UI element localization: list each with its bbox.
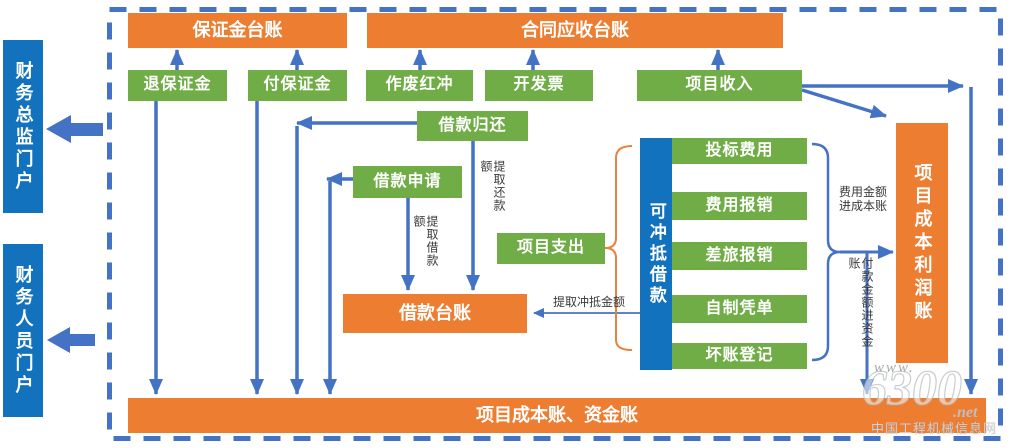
process-issue-invoice: 开发票 <box>485 70 593 101</box>
expense-item-bidding: 投标费用 <box>672 138 807 164</box>
brace-expenses-right <box>811 142 841 362</box>
process-void-red-ink: 作废红冲 <box>366 70 473 101</box>
connector-income-to-profit-ledger <box>801 88 887 119</box>
arrow-to-staff-portal <box>47 327 95 353</box>
label-withdraw-loan: 提取借款额 <box>412 215 439 267</box>
expense-item-travel: 差旅报销 <box>672 242 807 270</box>
process-loan-apply: 借款申请 <box>353 166 462 198</box>
portal-finance-director: 财务总监门户 <box>3 40 43 213</box>
portal-finance-staff: 财务人员门户 <box>3 244 43 417</box>
arrow-to-director-portal <box>46 115 103 143</box>
expense-item-bad-debt: 坏账登记 <box>672 343 807 369</box>
label-withdraw-offset: 提取冲抵金额 <box>552 295 625 309</box>
process-project-income: 项目收入 <box>637 70 802 101</box>
label-withdraw-repayment: 提取还款额 <box>479 160 506 212</box>
expense-item-reimburse: 费用报销 <box>672 192 807 220</box>
process-loan-return: 借款归还 <box>417 111 528 141</box>
label-payment-to-fund: 付款金额进资金账 <box>847 257 874 348</box>
process-project-expense: 项目支出 <box>497 233 605 264</box>
brace-project-expense <box>604 145 633 351</box>
ledger-loan: 借款台账 <box>343 294 527 333</box>
expense-item-self-voucher: 自制凭单 <box>672 295 807 323</box>
label-expense-to-cost: 费用金额 进成本账 <box>839 185 888 213</box>
ledger-contract-receivable: 合同应收台账 <box>367 13 783 48</box>
ledger-project-cost-profit: 项目成本利润账 <box>896 123 948 363</box>
group-offsetable-loans: 可冲抵借款 <box>640 138 672 370</box>
ledger-deposit: 保证金台账 <box>128 13 347 48</box>
ledger-project-cost-fund: 项目成本账、资金账 <box>128 398 986 433</box>
process-pay-deposit: 付保证金 <box>248 70 347 101</box>
process-refund-deposit: 退保证金 <box>128 70 227 101</box>
